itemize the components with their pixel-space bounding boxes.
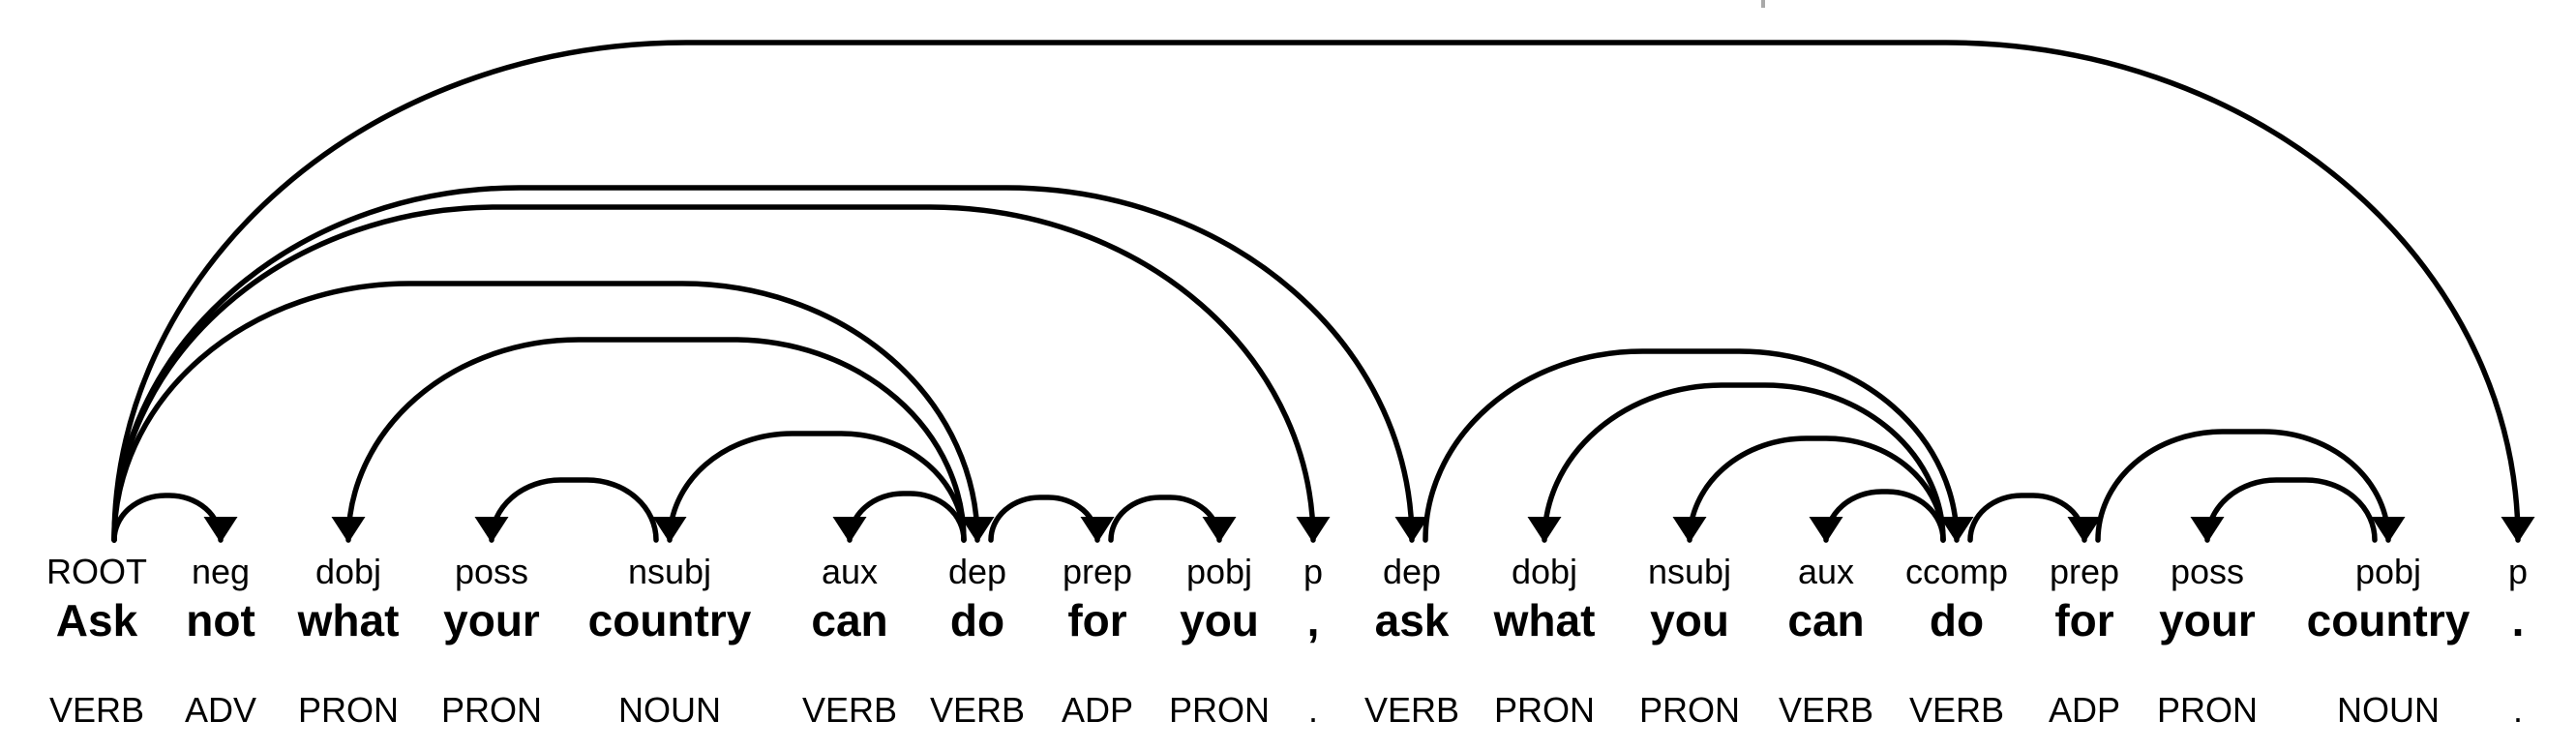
token-word: you — [1650, 595, 1729, 645]
arrowhead — [2067, 517, 2102, 543]
dep-label: p — [2507, 552, 2529, 591]
token-word: you — [1180, 595, 1259, 645]
pos-tag: PRON — [1638, 690, 1741, 730]
dependency-arc-pobj — [2095, 429, 2391, 543]
pos-tag: PRON — [1493, 690, 1596, 730]
pos-tag: PRON — [440, 690, 543, 730]
dep-label: pobj — [1185, 552, 1253, 591]
pos-tag: PRON — [1168, 690, 1271, 730]
pos-tag: VERB — [1363, 690, 1460, 730]
arrowhead — [2501, 517, 2535, 543]
dep-label: neg — [191, 552, 251, 591]
pos-tag: . — [2512, 690, 2524, 730]
dependency-arc-nsubj — [1687, 435, 1946, 543]
arrowhead — [203, 517, 238, 543]
dep-label: prep — [1062, 552, 1133, 591]
dep-label: aux — [1797, 552, 1855, 591]
dep-label: dep — [1382, 552, 1442, 591]
token-word: what — [297, 595, 400, 645]
dep-label: nsubj — [627, 552, 712, 591]
token-word: country — [587, 595, 752, 645]
dep-label: nsubj — [1647, 552, 1732, 591]
token-word: can — [1787, 595, 1865, 645]
arrowhead — [652, 517, 687, 543]
token-word: . — [2511, 595, 2525, 645]
arrowhead — [331, 517, 366, 543]
arrowhead — [1394, 517, 1429, 543]
dependency-arc-dobj — [1542, 382, 1946, 543]
pos-tag: VERB — [929, 690, 1026, 730]
arrowhead — [960, 517, 995, 543]
dependency-arc-dep — [111, 185, 1415, 543]
dependency-arc-poss — [2204, 477, 2378, 543]
dep-label: dep — [947, 552, 1007, 591]
dependency-arc-aux — [1823, 489, 1946, 543]
pos-tag: ADV — [184, 690, 257, 730]
dependency-arc-poss — [489, 477, 659, 543]
artifact-tick — [1761, 0, 1765, 8]
dependency-arc-p — [111, 204, 1316, 543]
arrowhead — [2371, 517, 2406, 543]
dependency-arc-nsubj — [667, 431, 967, 543]
pos-tag: VERB — [1908, 690, 2005, 730]
token-word: , — [1306, 595, 1320, 645]
arrowhead — [474, 517, 509, 543]
token-word: Ask — [55, 595, 138, 645]
dep-label: ROOT — [46, 552, 147, 591]
pos-tag: . — [1307, 690, 1319, 730]
dep-label: dobj — [1511, 552, 1578, 591]
dep-label: dobj — [315, 552, 382, 591]
arrowhead — [1080, 517, 1115, 543]
token-word: not — [186, 595, 255, 645]
arrowhead — [2190, 517, 2225, 543]
dependency-arc-dep — [111, 281, 980, 543]
token-word: can — [811, 595, 888, 645]
arrowhead — [832, 517, 867, 543]
dep-label: prep — [2049, 552, 2120, 591]
dep-label: poss — [454, 552, 529, 591]
token-word: your — [443, 595, 540, 645]
arrowhead — [1809, 517, 1843, 543]
arrowhead — [1296, 517, 1331, 543]
pos-tag: PRON — [2156, 690, 2259, 730]
pos-tag: ADP — [2048, 690, 2121, 730]
dependency-arc-ccomp — [1423, 348, 1960, 543]
pos-tag: NOUN — [2337, 690, 2440, 730]
dep-label: ccomp — [1904, 552, 2009, 591]
arrowhead — [1527, 517, 1562, 543]
dep-label: aux — [821, 552, 879, 591]
token-word: do — [949, 595, 1005, 645]
token-word: do — [1929, 595, 1985, 645]
dep-label: p — [1303, 552, 1324, 591]
pos-tag: VERB — [48, 690, 145, 730]
pos-tag: VERB — [1778, 690, 1874, 730]
pos-tag: ADP — [1061, 690, 1134, 730]
arrowhead — [1939, 517, 1974, 543]
pos-tag: NOUN — [618, 690, 721, 730]
token-word: for — [2054, 595, 2114, 645]
arrowhead — [1672, 517, 1707, 543]
token-word: ask — [1374, 595, 1450, 645]
token-word: your — [2159, 595, 2256, 645]
dep-label: pobj — [2354, 552, 2422, 591]
pos-tag: VERB — [801, 690, 898, 730]
dep-label: poss — [2170, 552, 2245, 591]
pos-tag: PRON — [297, 690, 400, 730]
dependency-arc-p — [111, 40, 2521, 543]
token-word: for — [1067, 595, 1127, 645]
token-word: country — [2306, 595, 2471, 645]
token-word: what — [1493, 595, 1596, 645]
arrowhead — [1202, 517, 1237, 543]
dependency-arc-dobj — [345, 337, 967, 543]
